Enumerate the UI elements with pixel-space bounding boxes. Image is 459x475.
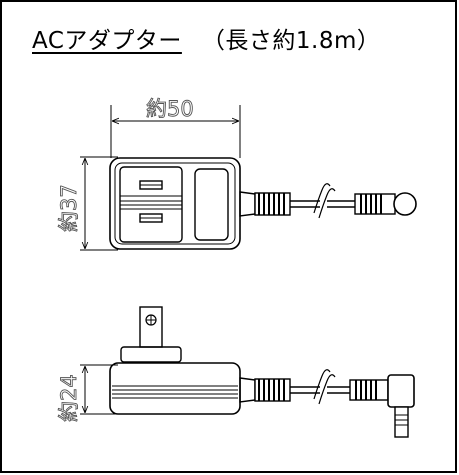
label-panel — [194, 168, 229, 241]
plug-prong-side — [139, 306, 163, 348]
adapter-body-side — [109, 362, 241, 415]
product-name: ACアダプター — [32, 28, 182, 54]
depth-label: 約37 — [57, 184, 81, 232]
top-view — [80, 105, 417, 251]
width-label: 約50 — [146, 97, 194, 121]
adapter-body-top — [109, 157, 241, 250]
side-view — [80, 306, 415, 438]
cord-length-note: （長さ約1.8m） — [201, 28, 381, 54]
height-label: 約24 — [57, 374, 81, 422]
diagram-title: ACアダプター （長さ約1.8m） — [32, 27, 380, 55]
